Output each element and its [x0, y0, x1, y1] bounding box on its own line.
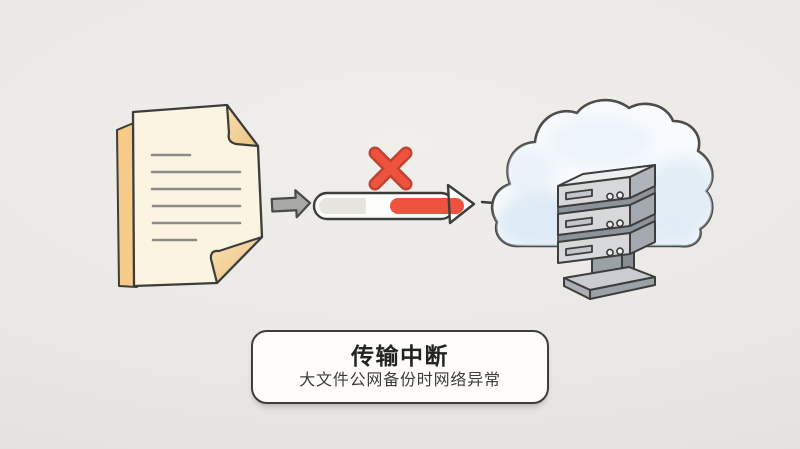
- progress-track-highlight: [366, 198, 396, 214]
- server-unit: [557, 164, 656, 208]
- server-pedestal: [563, 246, 656, 300]
- progress-arrow-icon: [312, 146, 476, 225]
- transfer-arrow-icon: [270, 189, 312, 219]
- paper-fold-top-icon: [225, 103, 260, 148]
- caption-box: 传输中断 大文件公网备份时网络异常: [251, 330, 549, 404]
- document-icon: [116, 103, 264, 288]
- arrowhead-outline: [446, 183, 476, 225]
- caption-subtitle: 大文件公网备份时网络异常: [299, 372, 501, 389]
- paper-fold-bottom-icon: [209, 235, 264, 285]
- caption-title: 传输中断: [351, 343, 449, 369]
- paper-text-lines: [150, 153, 242, 242]
- server-unit: [557, 192, 656, 236]
- error-x-icon: [368, 146, 413, 191]
- server-unit: [557, 220, 656, 264]
- progress-fill-red: [390, 198, 464, 214]
- server-stack-icon: [557, 164, 656, 300]
